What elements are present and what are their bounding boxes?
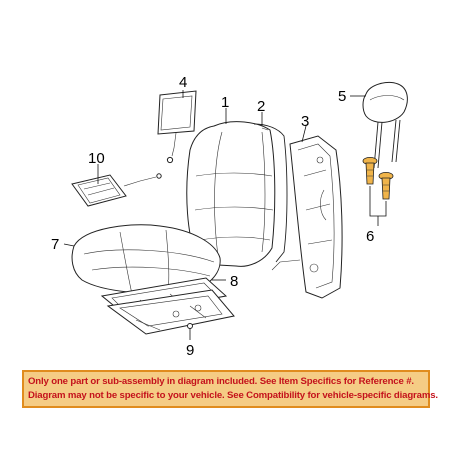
part-6-headrest-guides (362, 156, 394, 226)
leader-lines (63, 90, 366, 340)
callout-4: 4 (179, 74, 187, 91)
callout-7: 7 (51, 236, 59, 253)
disclaimer-banner: Only one part or sub-assembly in diagram… (22, 370, 438, 408)
callout-3: 3 (301, 113, 309, 130)
part-5-headrest (362, 81, 408, 169)
callout-6: 6 (366, 228, 374, 245)
part-9-seat-track (106, 289, 235, 335)
callout-10: 10 (88, 150, 105, 167)
part-3-seat-back-frame (271, 135, 343, 299)
part-7-seat-cushion (71, 224, 221, 295)
disclaimer-line-1: Only one part or sub-assembly in diagram… (28, 376, 414, 387)
part-1-seat-back-cushion (186, 121, 276, 267)
callout-9: 9 (186, 342, 194, 359)
callout-8: 8 (230, 273, 238, 290)
callout-5: 5 (338, 88, 346, 105)
disclaimer-line-2: Diagram may not be specific to your vehi… (28, 390, 438, 401)
callout-1: 1 (221, 94, 229, 111)
callout-2: 2 (257, 98, 265, 115)
part-4-seat-pad (157, 90, 197, 164)
part-2-back-frame-cover (253, 123, 288, 263)
part-10-heater-pad (71, 173, 162, 207)
